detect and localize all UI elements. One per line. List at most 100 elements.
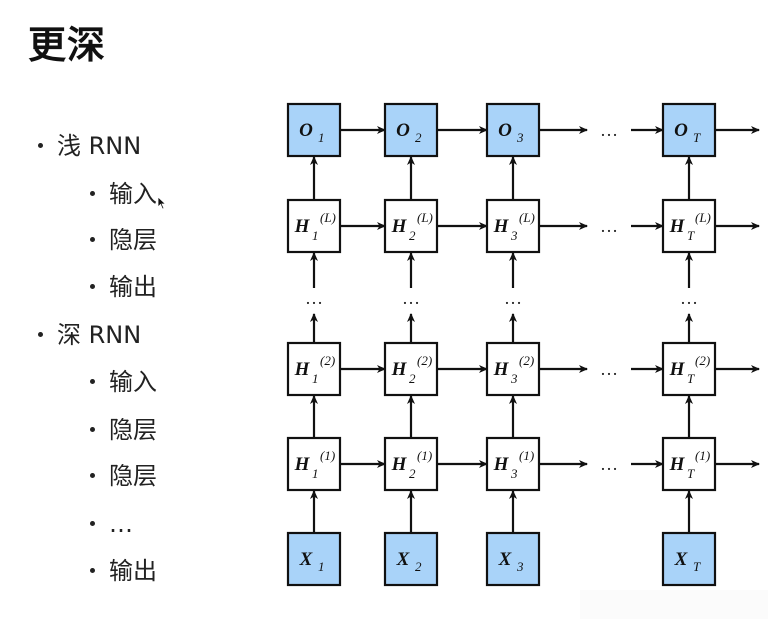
node-hidden-L-T: H(L)T [661, 198, 717, 254]
bullet-dot-icon [38, 331, 43, 337]
node-box [485, 436, 541, 492]
node-subscript: 1 [318, 130, 325, 145]
node-subscript: 1 [318, 559, 325, 574]
node-label: H [391, 216, 408, 237]
node-box [286, 341, 342, 397]
node-hidden-1-T: H(1)T [661, 436, 717, 492]
diagram-edges [310, 126, 760, 533]
node-label: H [294, 216, 311, 237]
node-label: O [396, 120, 410, 141]
node-subscript: 1 [312, 466, 319, 481]
ellipsis-output: … [600, 120, 618, 140]
bullet-shallow-hidden: 隐层 [90, 225, 157, 255]
node-box [661, 198, 717, 254]
watermark-area [580, 590, 768, 619]
bullet-shallow-rnn: 浅 RNN [38, 131, 141, 161]
ellipsis-layers: … [402, 288, 420, 308]
node-label: O [299, 120, 313, 141]
bullet-shallow-output: 输出 [90, 272, 157, 302]
node-box [286, 198, 342, 254]
node-hidden-1-3: H (1)3 [485, 436, 541, 492]
node-hidden-2-2: H(2)2 [383, 341, 439, 397]
mouse-cursor-icon [157, 196, 167, 210]
node-subscript: T [693, 130, 701, 145]
node-superscript: (2) [417, 353, 432, 368]
bullet-deep-hidden-2: 隐层 [90, 461, 157, 491]
bullet-dot-icon [90, 472, 95, 478]
node-hidden-2-1: H (2)1 [286, 341, 342, 397]
node-label: H [391, 359, 408, 380]
node-subscript: 3 [510, 466, 518, 481]
node-superscript: (L) [417, 210, 433, 225]
ellipsis-hidden-2: … [600, 359, 618, 379]
node-superscript: (2) [519, 353, 534, 368]
bullet-deep-hidden-1: 隐层 [90, 415, 157, 445]
bullet-dot-icon [90, 520, 95, 526]
node-box [485, 531, 541, 587]
ellipsis-hidden-1: … [600, 454, 618, 474]
node-label: X [396, 549, 411, 570]
node-subscript: 3 [510, 228, 518, 243]
node-subscript: 2 [409, 466, 416, 481]
node-superscript: (1) [519, 448, 534, 463]
node-subscript: 1 [312, 228, 319, 243]
node-superscript: (1) [417, 448, 432, 463]
node-box [286, 531, 342, 587]
node-subscript: T [687, 466, 695, 481]
node-box [383, 102, 439, 158]
node-label: H [669, 359, 686, 380]
node-box [286, 102, 342, 158]
node-superscript: (L) [695, 210, 711, 225]
node-label: H [493, 359, 510, 380]
node-label: O [498, 120, 512, 141]
node-box [661, 436, 717, 492]
node-subscript: 2 [409, 228, 416, 243]
node-box [661, 102, 717, 158]
node-subscript: 2 [415, 559, 422, 574]
diagram-ellipses: …………………… [305, 120, 698, 474]
bullet-dot-icon [90, 378, 95, 384]
node-superscript: (2) [695, 353, 710, 368]
node-superscript: (2) [320, 353, 335, 368]
ellipsis-layers: … [305, 288, 323, 308]
node-hidden-1-1: H (1)1 [286, 436, 342, 492]
node-box [383, 436, 439, 492]
node-box [485, 341, 541, 397]
node-subscript: 1 [312, 371, 319, 386]
bullet-deep-ellipsis: … [90, 509, 133, 539]
node-hidden-L-1: H(L)1 [286, 198, 342, 254]
bullet-dot-icon [90, 283, 95, 289]
bullet-deep-input: 输入 [90, 367, 157, 397]
bullet-dot-icon [90, 190, 95, 196]
bullet-dot-icon [38, 142, 43, 148]
node-subscript: T [687, 228, 695, 243]
node-subscript: 3 [516, 130, 524, 145]
node-superscript: (1) [320, 448, 335, 463]
node-subscript: T [687, 371, 695, 386]
node-label: H [294, 359, 311, 380]
node-label: H [294, 454, 311, 475]
ellipsis-hidden-L: … [600, 216, 618, 236]
bullet-deep-rnn: 深 RNN [38, 320, 141, 350]
node-box [485, 198, 541, 254]
ellipsis-layers: … [504, 288, 522, 308]
node-label: H [493, 454, 510, 475]
node-subscript: T [693, 559, 701, 574]
node-box [383, 198, 439, 254]
node-label: H [669, 454, 686, 475]
node-superscript: (L) [519, 210, 535, 225]
bullet-dot-icon [90, 236, 95, 242]
node-subscript: 2 [415, 130, 422, 145]
node-hidden-1-2: H (1)2 [383, 436, 439, 492]
node-box [661, 531, 717, 587]
bullet-dot-icon [90, 567, 95, 573]
node-hidden-2-3: H (2)3 [485, 341, 541, 397]
node-label: H [391, 454, 408, 475]
node-label: X [299, 549, 314, 570]
node-subscript: 3 [510, 371, 518, 386]
